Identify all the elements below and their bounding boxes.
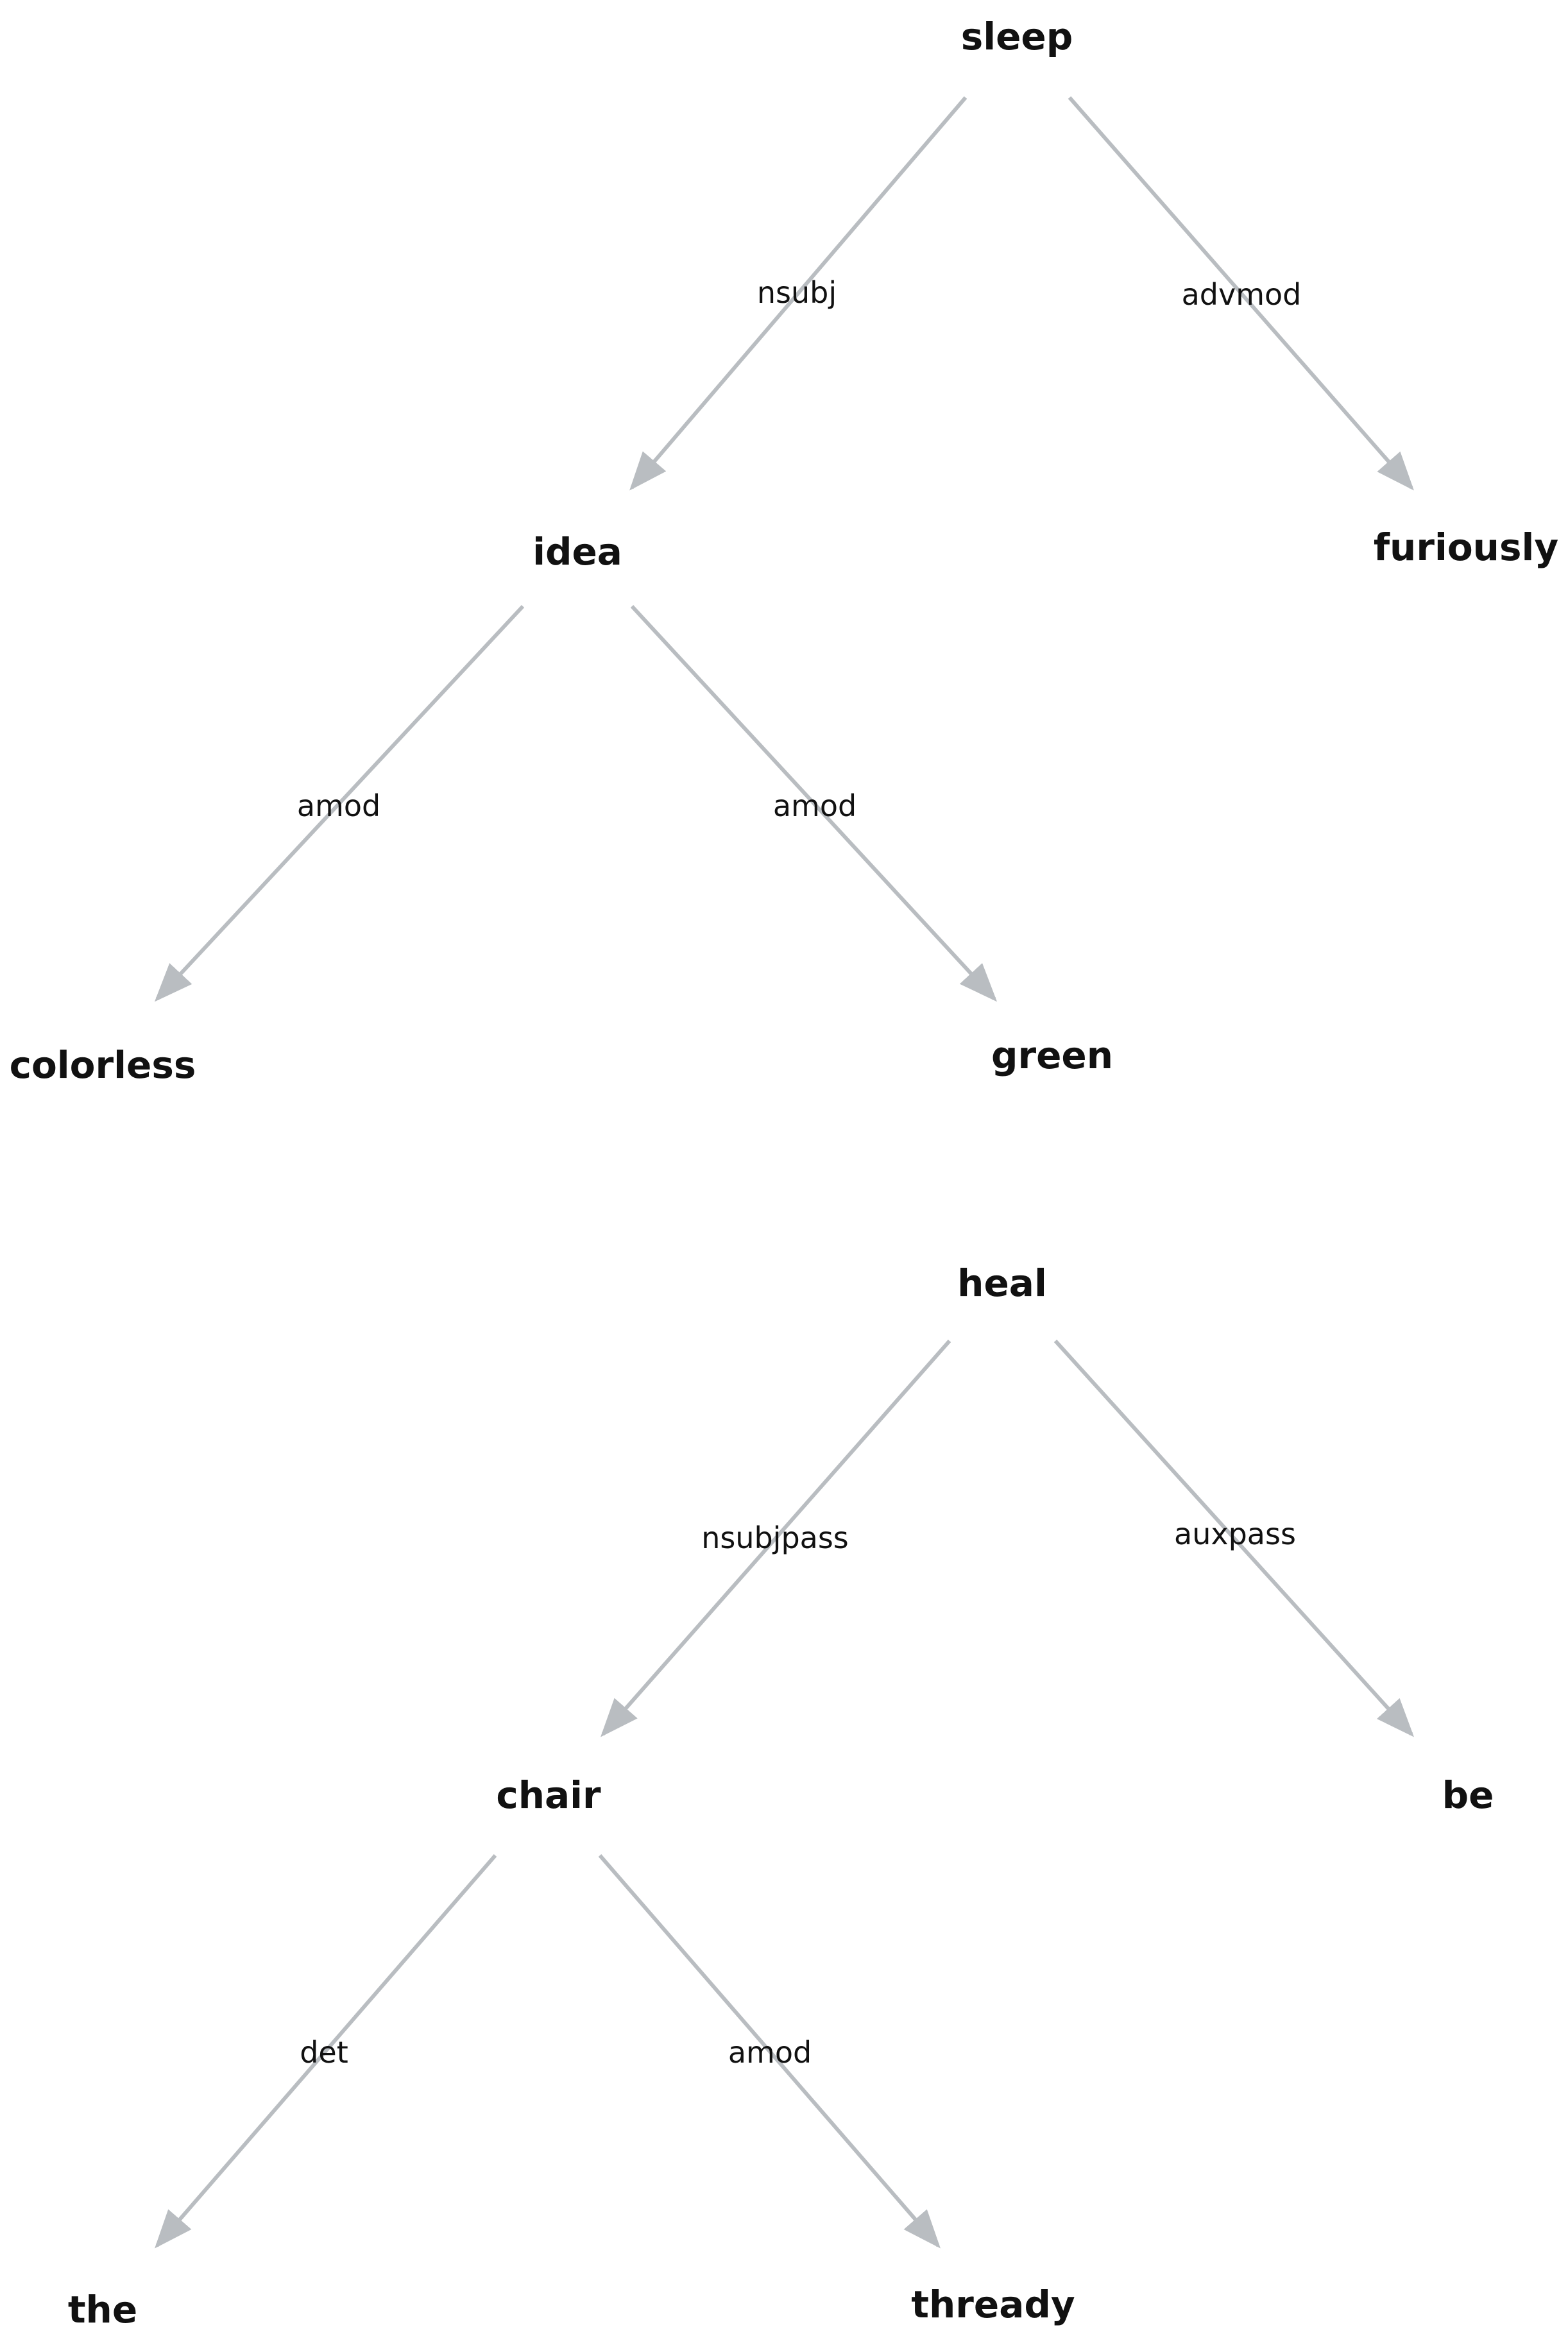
- tree-1: nsubj advmod amod amod sleep idea furiou…: [10, 15, 1559, 1087]
- edge-heal-be: [1053, 1339, 1415, 1737]
- node-the: the: [68, 2288, 137, 2331]
- edge-label-nsubj: nsubj: [757, 275, 837, 310]
- edge-label-det: det: [300, 2035, 348, 2070]
- edge-label-nsubjpass: nsubjpass: [701, 1521, 849, 1555]
- edge-chair-the: [155, 1854, 497, 2249]
- node-chair: chair: [496, 1773, 601, 1817]
- edge-idea-green: [630, 604, 998, 1002]
- edge-label-auxpass: auxpass: [1174, 1517, 1296, 1551]
- edge-label-amod-colorless: amod: [297, 788, 380, 823]
- node-heal: heal: [957, 1261, 1047, 1305]
- edge-label-advmod: advmod: [1182, 277, 1302, 312]
- edge-label-amod-thready: amod: [728, 2035, 812, 2070]
- node-colorless: colorless: [10, 1043, 196, 1087]
- edge-idea-colorless: [154, 604, 525, 1002]
- node-green: green: [991, 1034, 1113, 1077]
- edge-heal-chair: [601, 1340, 951, 1737]
- edge-label-amod-green: amod: [773, 788, 856, 823]
- node-idea: idea: [533, 530, 622, 574]
- node-sleep: sleep: [961, 15, 1073, 58]
- edge-chair-thready: [598, 1854, 941, 2249]
- node-be: be: [1442, 1773, 1494, 1817]
- edge-sleep-idea: [629, 96, 967, 491]
- node-thready: thready: [911, 2283, 1075, 2326]
- tree-2: nsubjpass auxpass det amod heal chair be…: [68, 1261, 1494, 2331]
- edge-sleep-furiously: [1068, 96, 1414, 491]
- node-furiously: furiously: [1374, 525, 1558, 569]
